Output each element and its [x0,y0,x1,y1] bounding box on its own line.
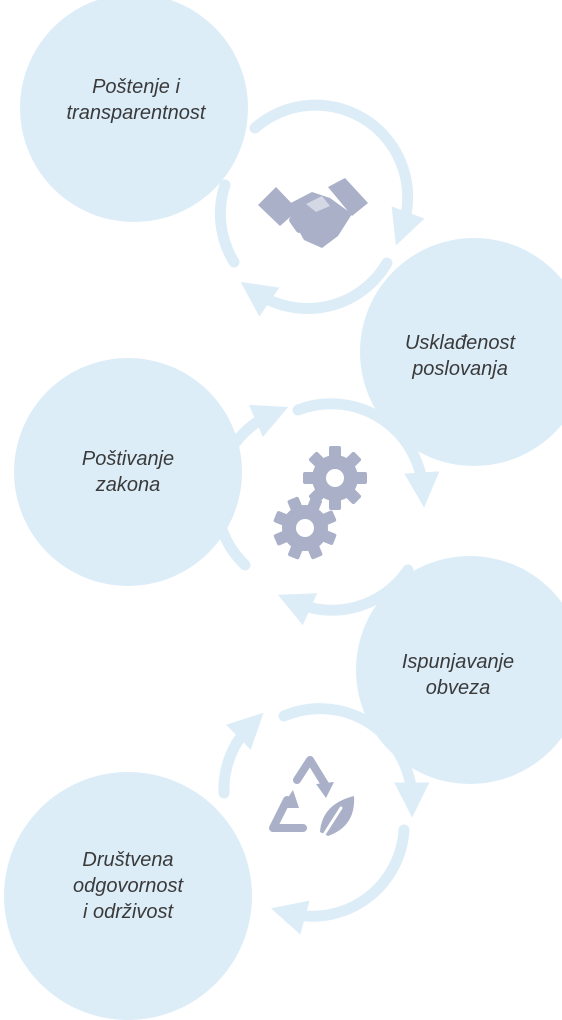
value-label: Usklađenost poslovanja [404,332,516,380]
value-label: Društvena odgovornost i održivost [72,849,184,923]
handshake-icon [258,178,368,248]
recycle-leaf-icon [269,756,355,846]
value-bubble-5: Društvena odgovornost i održivost [4,772,252,1020]
value-label: Ispunjavanje obveza [401,651,515,699]
value-bubble-4: Ispunjavanje obveza [356,556,562,784]
value-label: Poštivanje zakona [81,448,175,496]
value-bubble-3: Poštivanje zakona [14,358,242,586]
value-bubble-2: Usklađenost poslovanja [360,238,562,466]
cycle-arrows-1 [214,99,425,317]
value-bubble-1: Poštenje i transparentnost [20,0,248,222]
gears-icon [273,446,367,560]
value-label: Poštenje i transparentnost [66,76,206,124]
